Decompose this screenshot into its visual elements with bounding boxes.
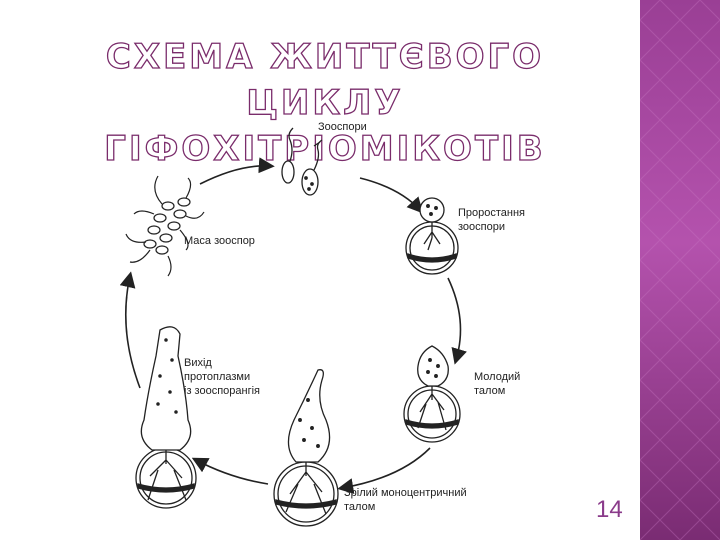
arrow-zoospores-to-germination: [359, 177, 424, 214]
zoospores-figure: [281, 127, 323, 196]
germination-figure: [405, 197, 459, 275]
young-thallus-figure: [403, 345, 461, 443]
zoospore-mass-figure: [125, 175, 205, 277]
label-mature-2: талом: [344, 501, 375, 513]
side-panel-pattern: [640, 0, 720, 540]
label-zoospores: Зооспори: [318, 121, 367, 133]
arrow-germination-to-young: [447, 277, 467, 365]
page-number: 14: [596, 496, 623, 523]
label-mature-1: Зрілий моноцентричний: [344, 487, 467, 499]
title-line-2: ГІФОХІТРІОМІКОТІВ: [104, 128, 546, 169]
life-cycle-diagram: Зооспори Проростання зооспори Молодий: [119, 121, 525, 527]
label-exit-1: Вихід: [184, 357, 212, 369]
decorative-side-panel: [640, 0, 720, 540]
label-zoospore-mass: Маса зооспор: [184, 235, 255, 247]
arrow-mass-to-zoospores: [199, 157, 275, 185]
label-exit-2: протоплазми: [184, 371, 250, 383]
label-exit-3: із зооспорангія: [184, 385, 260, 397]
label-germination-1: Проростання: [458, 207, 525, 219]
slide-title: СХЕМА ЖИТТЄВОГО ЦИКЛУ ГІФОХІТРІОМІКОТІВ: [60, 34, 590, 172]
mature-thallus-figure: [273, 369, 339, 527]
label-young-1: Молодий: [474, 371, 520, 383]
cycle-arrows: [119, 157, 467, 494]
arrow-mature-to-exit: [191, 457, 269, 485]
label-young-2: талом: [474, 385, 505, 397]
label-germination-2: зооспори: [458, 221, 505, 233]
arrow-young-to-mature: [337, 447, 431, 494]
exit-protoplasm-figure: [135, 326, 197, 509]
arrow-exit-to-mass: [119, 271, 141, 389]
title-line-1: СХЕМА ЖИТТЄВОГО ЦИКЛУ: [105, 36, 545, 123]
